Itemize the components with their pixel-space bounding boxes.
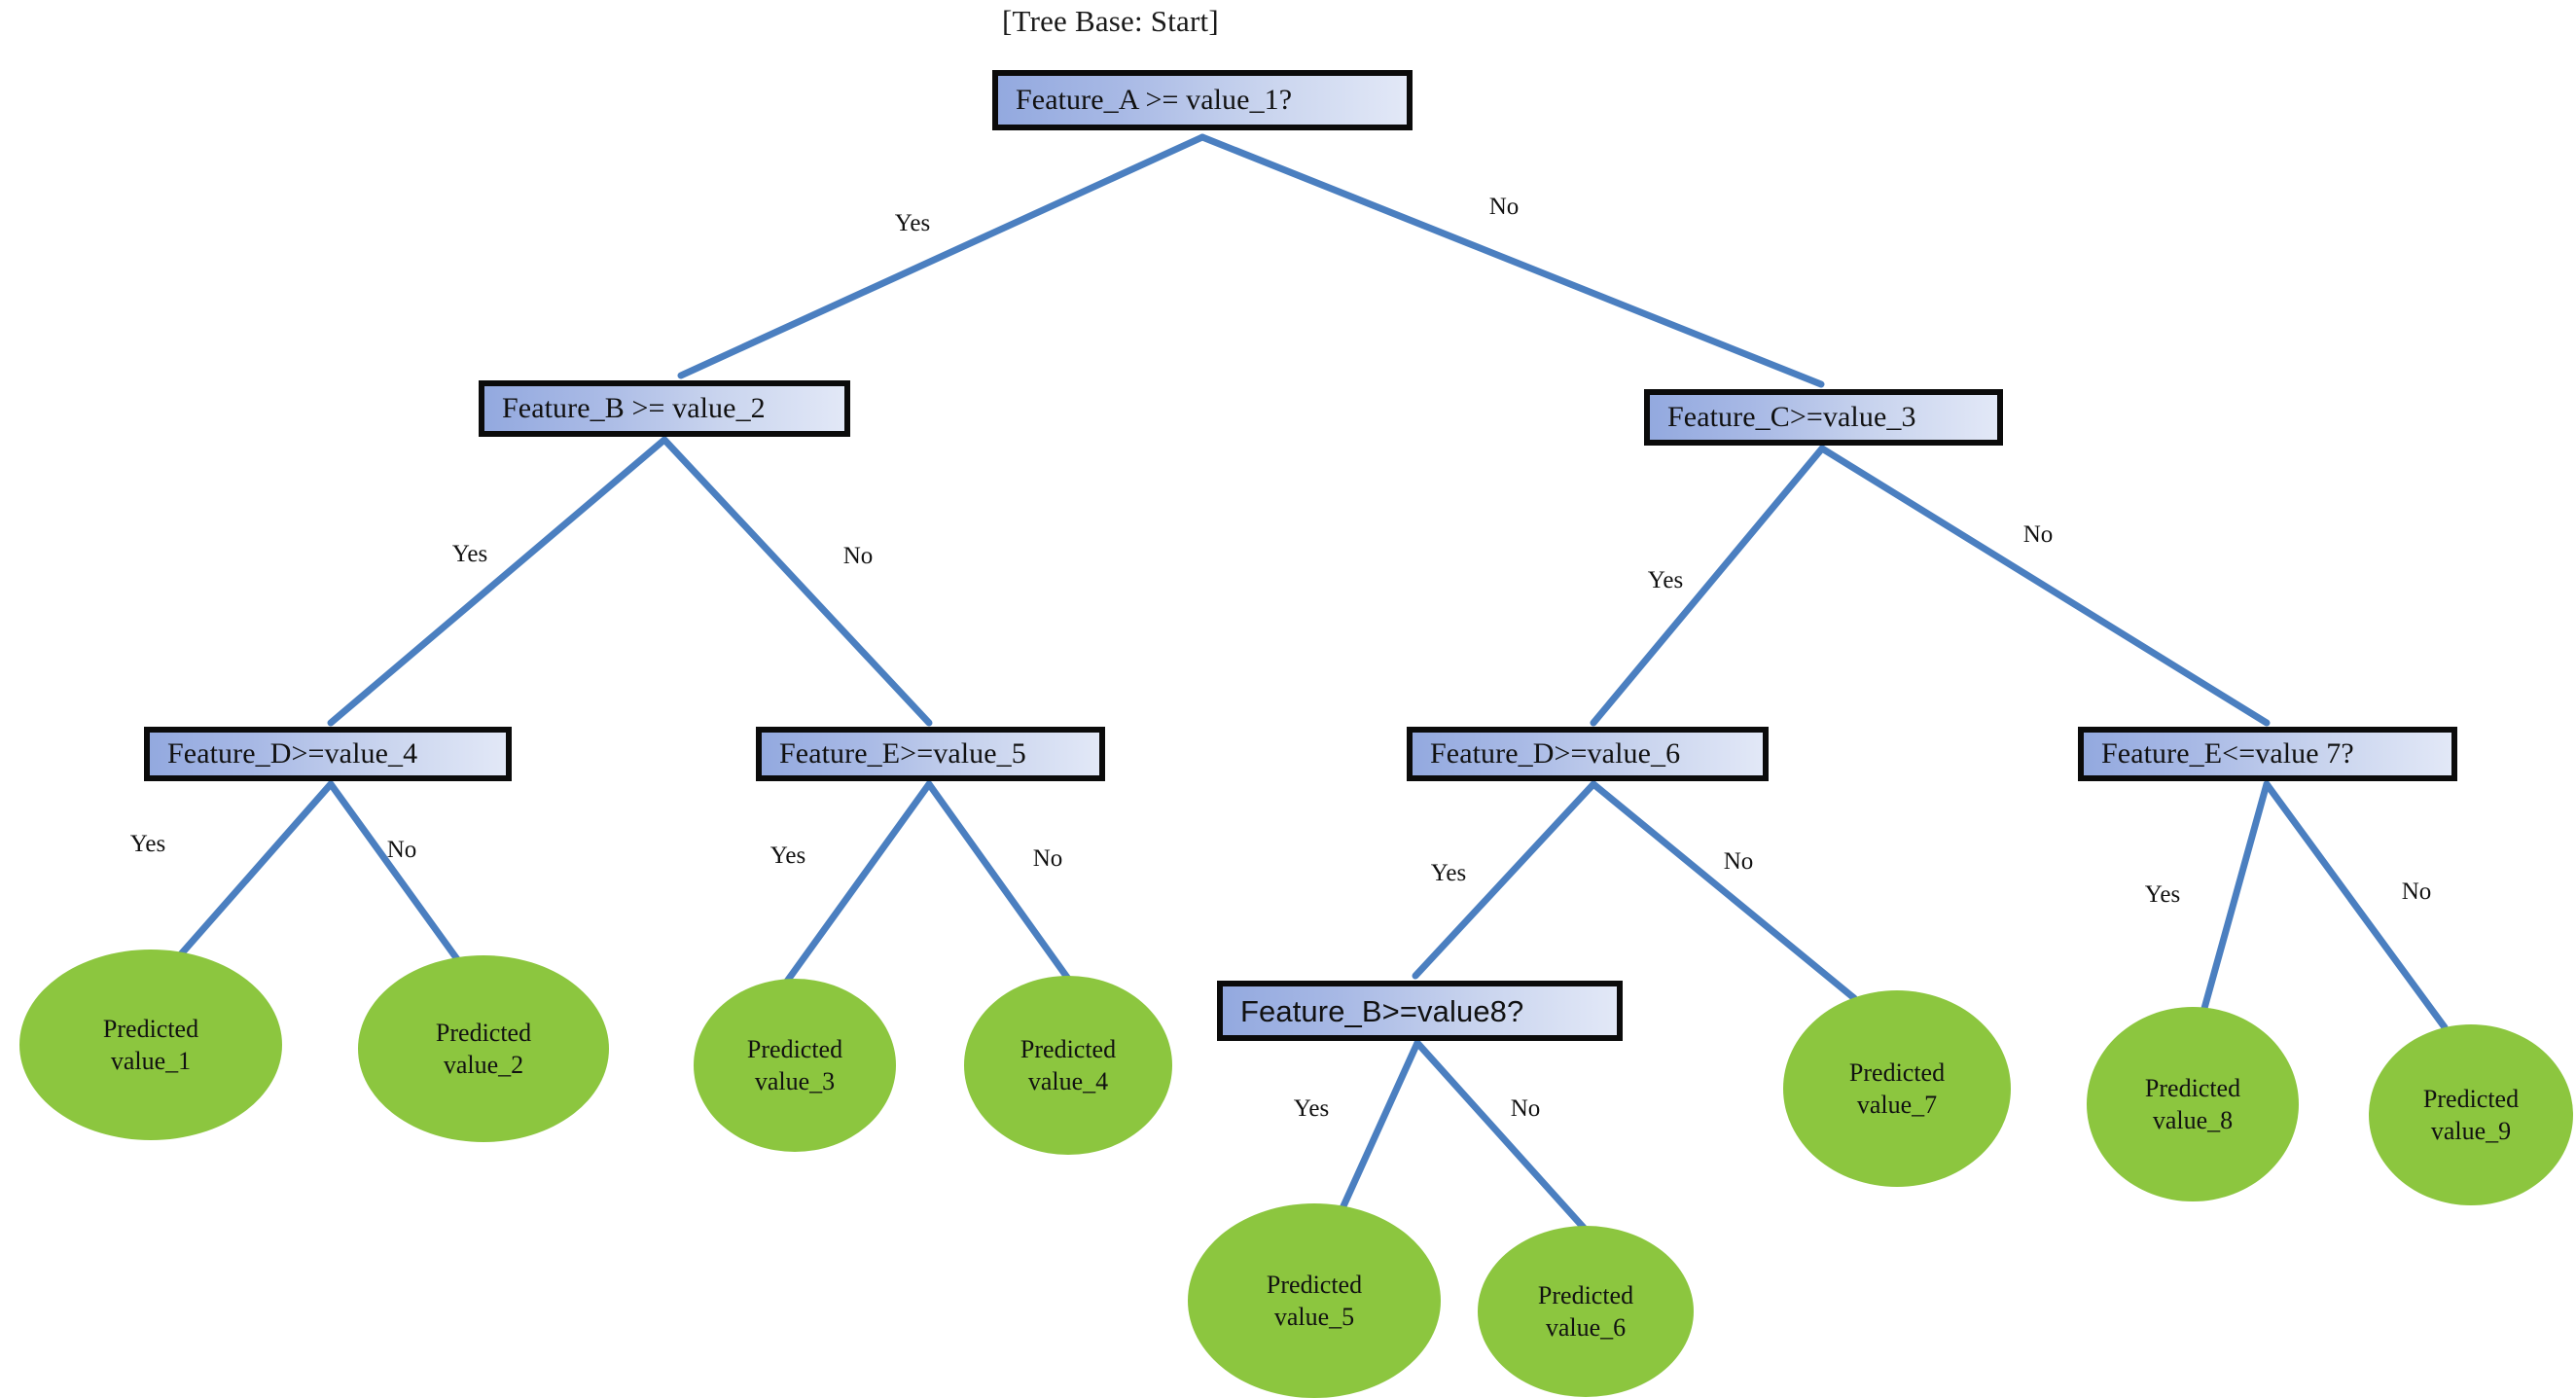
leaf-label-line1: Predicted xyxy=(1848,1057,1946,1087)
decision-node-label: Feature_A >= value_1? xyxy=(1016,84,1293,116)
edge-label-yes-n_b2: Yes xyxy=(451,541,488,567)
leaf-label-line2: value_8 xyxy=(2152,1106,2234,1134)
edge-label-no-n_c3: No xyxy=(2022,521,2054,548)
decision-node-label: Feature_E<=value 7? xyxy=(2101,737,2354,770)
tree-title: [Tree Base: Start] xyxy=(1002,4,1219,38)
leaf-node-l8[interactable]: Predicted value_8 xyxy=(2087,1007,2299,1201)
leaf-label-line1: Predicted xyxy=(102,1014,199,1043)
decision-node-label: Feature_C>=value_3 xyxy=(1667,401,1916,433)
decision-node-n_b8[interactable]: Feature_B>=value8? xyxy=(1217,981,1623,1041)
leaf-node-l5[interactable]: Predicted value_5 xyxy=(1188,1203,1441,1398)
leaf-node-l4[interactable]: Predicted value_4 xyxy=(964,976,1172,1155)
edge-label-no-n_root: No xyxy=(1488,194,1520,220)
edge-label-yes-n_d4: Yes xyxy=(129,831,166,857)
edge-label-yes-n_d6: Yes xyxy=(1430,860,1467,886)
leaf-label-line2: value_2 xyxy=(443,1051,524,1079)
leaf-label-line2: value_6 xyxy=(1545,1313,1627,1342)
leaf-node-l9[interactable]: Predicted value_9 xyxy=(2369,1024,2573,1205)
decision-node-label: Feature_E>=value_5 xyxy=(779,737,1026,770)
decision-node-n_e7[interactable]: Feature_E<=value 7? xyxy=(2078,727,2457,781)
edge-label-yes-n_e7: Yes xyxy=(2144,881,2181,908)
decision-node-label: Feature_D>=value_6 xyxy=(1430,737,1681,770)
leaf-label-line2: value_3 xyxy=(754,1067,836,1095)
edge-label-yes-n_b8: Yes xyxy=(1293,1095,1330,1122)
edge-label-no-n_d6: No xyxy=(1723,848,1754,875)
leaf-label-line1: Predicted xyxy=(746,1034,843,1063)
leaf-label-line1: Predicted xyxy=(435,1018,532,1047)
edge-label-no-n_b2: No xyxy=(842,543,874,569)
leaf-label-line1: Predicted xyxy=(2422,1084,2520,1113)
edge-label-yes-n_c3: Yes xyxy=(1647,567,1684,593)
decision-node-label: Feature_B>=value8? xyxy=(1240,993,1524,1028)
edge-label-no-n_e5: No xyxy=(1032,845,1063,872)
edge-label-no-n_b8: No xyxy=(1510,1095,1541,1122)
edge-label-yes-n_e5: Yes xyxy=(769,842,806,869)
leaf-node-l2[interactable]: Predicted value_2 xyxy=(358,955,609,1142)
edge-label-yes-n_root: Yes xyxy=(894,210,931,236)
leaf-label-line1: Predicted xyxy=(1266,1270,1363,1299)
decision-node-label: Feature_D>=value_4 xyxy=(167,737,418,770)
leaf-node-l6[interactable]: Predicted value_6 xyxy=(1478,1226,1694,1397)
decision-node-n_b2[interactable]: Feature_B >= value_2 xyxy=(479,380,850,437)
decision-node-n_c3[interactable]: Feature_C>=value_3 xyxy=(1644,389,2003,446)
leaf-label-line2: value_4 xyxy=(1027,1067,1109,1095)
decision-node-label: Feature_B >= value_2 xyxy=(502,392,766,424)
leaf-label-line1: Predicted xyxy=(1537,1280,1634,1309)
leaf-node-l3[interactable]: Predicted value_3 xyxy=(694,979,896,1152)
decision-node-n_e5[interactable]: Feature_E>=value_5 xyxy=(756,727,1105,781)
leaf-node-l7[interactable]: Predicted value_7 xyxy=(1783,990,2011,1187)
decision-node-n_root[interactable]: Feature_A >= value_1? xyxy=(992,70,1413,130)
leaf-node-l1[interactable]: Predicted value_1 xyxy=(19,950,282,1140)
decision-node-n_d4[interactable]: Feature_D>=value_4 xyxy=(144,727,512,781)
leaf-label-line1: Predicted xyxy=(1020,1034,1117,1063)
edge-label-no-n_d4: No xyxy=(386,837,417,863)
decision-node-n_d6[interactable]: Feature_D>=value_6 xyxy=(1407,727,1769,781)
leaf-label-line1: Predicted xyxy=(2144,1073,2241,1102)
leaf-label-line2: value_7 xyxy=(1856,1091,1938,1119)
leaf-label-line2: value_5 xyxy=(1273,1303,1355,1331)
leaf-label-line2: value_1 xyxy=(110,1047,192,1075)
leaf-label-line2: value_9 xyxy=(2430,1117,2512,1145)
edge-label-no-n_e7: No xyxy=(2401,878,2432,905)
